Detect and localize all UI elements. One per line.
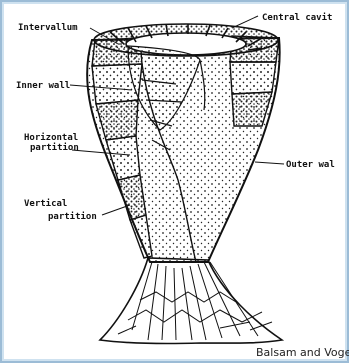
label-central-cavity: Central cavit	[262, 12, 332, 23]
figure-credit: Balsam and Vogel (19	[256, 346, 349, 359]
label-outer-wall: Outer wal	[286, 160, 335, 170]
label-vertical-partition: partition	[48, 211, 97, 222]
label-horizontal-partition: partition	[30, 142, 79, 153]
label-inner-wall: Inner wall	[16, 81, 70, 91]
top-rim	[94, 24, 278, 56]
label-intervallum: Intervallum	[18, 23, 78, 33]
label-horizontal: Horizontal	[24, 132, 78, 143]
holdfast	[100, 258, 282, 344]
label-vertical: Vertical	[24, 198, 67, 209]
